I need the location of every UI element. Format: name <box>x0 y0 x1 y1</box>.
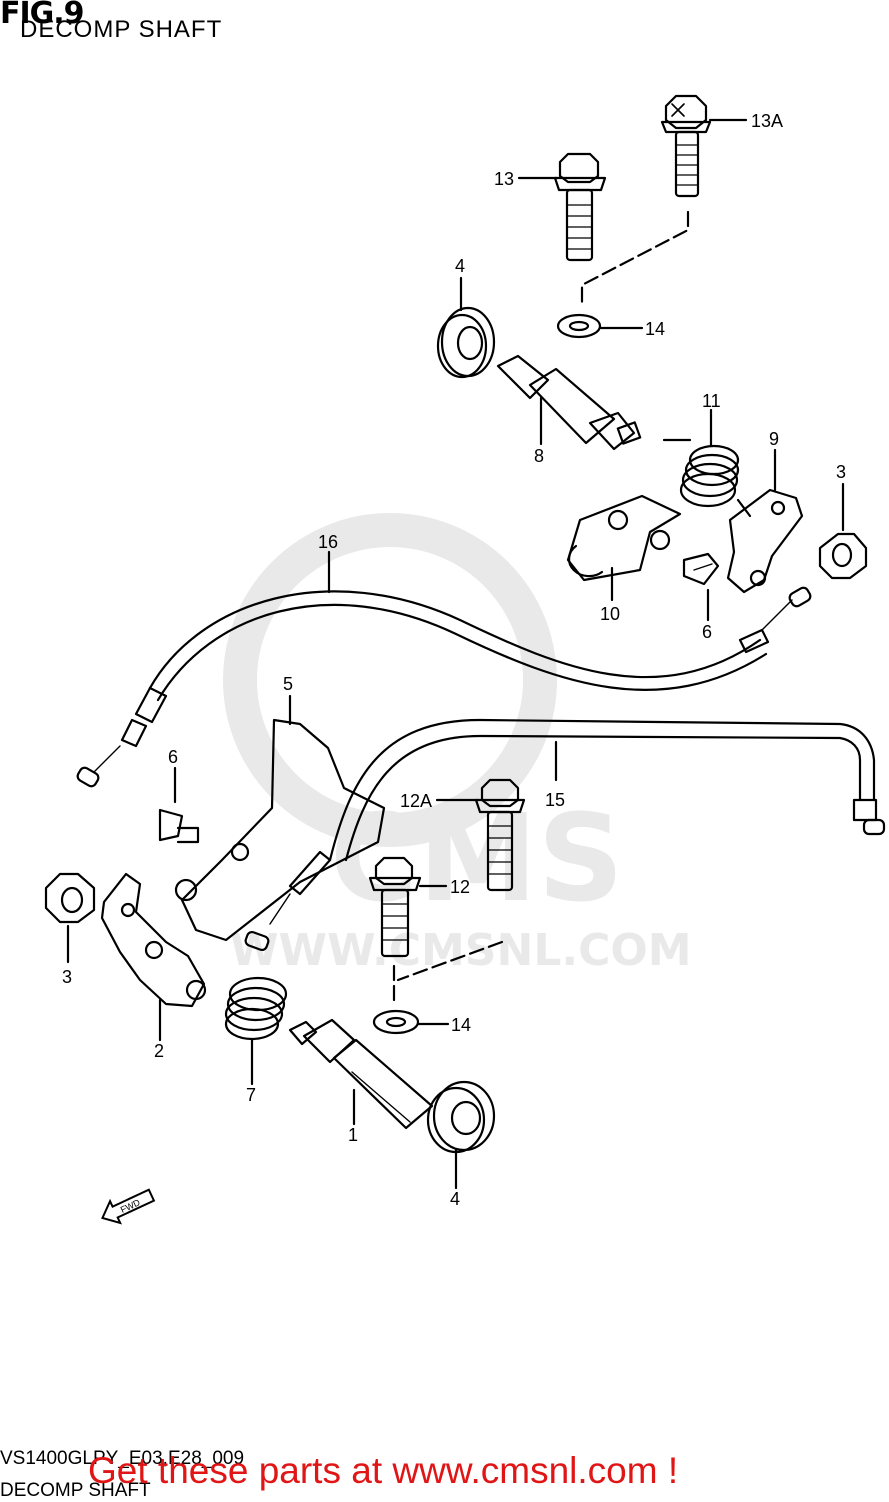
cable-end-lower[interactable] <box>244 850 332 952</box>
callout-1: 1 <box>348 1125 358 1145</box>
callout-10: 10 <box>600 604 620 624</box>
spring-7[interactable] <box>224 976 288 1041</box>
callout-5: 5 <box>283 674 293 694</box>
callout-4-bottom: 4 <box>450 1189 460 1209</box>
washer-14-top[interactable] <box>556 313 602 339</box>
plate-10[interactable] <box>566 494 682 582</box>
watermark: CMS WWW.CMSNL.COM <box>223 513 692 976</box>
lever-9[interactable] <box>726 488 804 594</box>
callout-12: 12 <box>450 877 470 897</box>
bolt-12a[interactable] <box>474 778 526 892</box>
callout-13a: 13A <box>751 111 783 131</box>
screw-6-left[interactable] <box>158 808 200 844</box>
watermark-url: WWW.CMSNL.COM <box>230 925 692 976</box>
callout-11: 11 <box>702 391 721 411</box>
bearing-4-bottom[interactable] <box>426 1080 496 1154</box>
callout-12a: 12A <box>400 791 432 811</box>
screw-6-right[interactable] <box>682 552 720 586</box>
bracket-13-14 <box>580 210 690 307</box>
callout-13: 13 <box>494 169 514 189</box>
cable-15[interactable] <box>328 718 886 862</box>
bolt-13[interactable] <box>553 152 607 262</box>
figure-title: FIG.9 <box>0 0 85 31</box>
parts-link[interactable]: Get these parts at www.cmsnl.com ! <box>88 1450 679 1491</box>
callout-7: 7 <box>246 1085 256 1105</box>
shaft-1[interactable] <box>288 1018 434 1130</box>
figure-subtitle: DECOMP SHAFT <box>20 16 223 43</box>
washer-14-bottom[interactable] <box>372 1009 420 1035</box>
callout-6-right: 6 <box>702 622 712 642</box>
callout-2: 2 <box>154 1041 164 1061</box>
callout-3-right: 3 <box>836 462 846 482</box>
nut-3-left[interactable] <box>44 872 96 924</box>
bolt-13a[interactable] <box>660 94 712 198</box>
cable-16[interactable] <box>76 586 812 788</box>
bracket-12-14 <box>392 940 504 1002</box>
callout-9: 9 <box>769 429 779 449</box>
callout-8: 8 <box>534 446 544 466</box>
bearing-4-top[interactable] <box>436 306 496 379</box>
fwd-arrow-icon: FWD <box>101 1188 156 1225</box>
callout-3-left: 3 <box>62 967 72 987</box>
lever-2[interactable] <box>100 872 207 1008</box>
footer-subtitle: DECOMP SHAFT <box>0 1480 151 1501</box>
callout-4-top: 4 <box>455 256 465 276</box>
shaft-8[interactable] <box>496 354 642 451</box>
callout-16: 16 <box>318 532 338 552</box>
callout-6-left: 6 <box>168 747 178 767</box>
callout-14-bottom: 14 <box>451 1015 471 1035</box>
nut-3-right[interactable] <box>818 532 868 580</box>
callout-14-top: 14 <box>645 319 665 339</box>
bracket-5[interactable] <box>174 718 386 942</box>
diagram-code: VS1400GLPY_E03,E28_009 <box>0 1448 245 1469</box>
watermark-brand: CMS <box>330 790 624 929</box>
spring-11[interactable] <box>662 438 752 518</box>
watermark-logo-circle <box>223 513 557 847</box>
callout-labels: 13A 13 4 14 8 11 9 3 16 10 6 5 6 12A 15 … <box>62 111 846 1209</box>
bolt-12[interactable] <box>368 856 422 958</box>
callout-15: 15 <box>545 790 565 810</box>
